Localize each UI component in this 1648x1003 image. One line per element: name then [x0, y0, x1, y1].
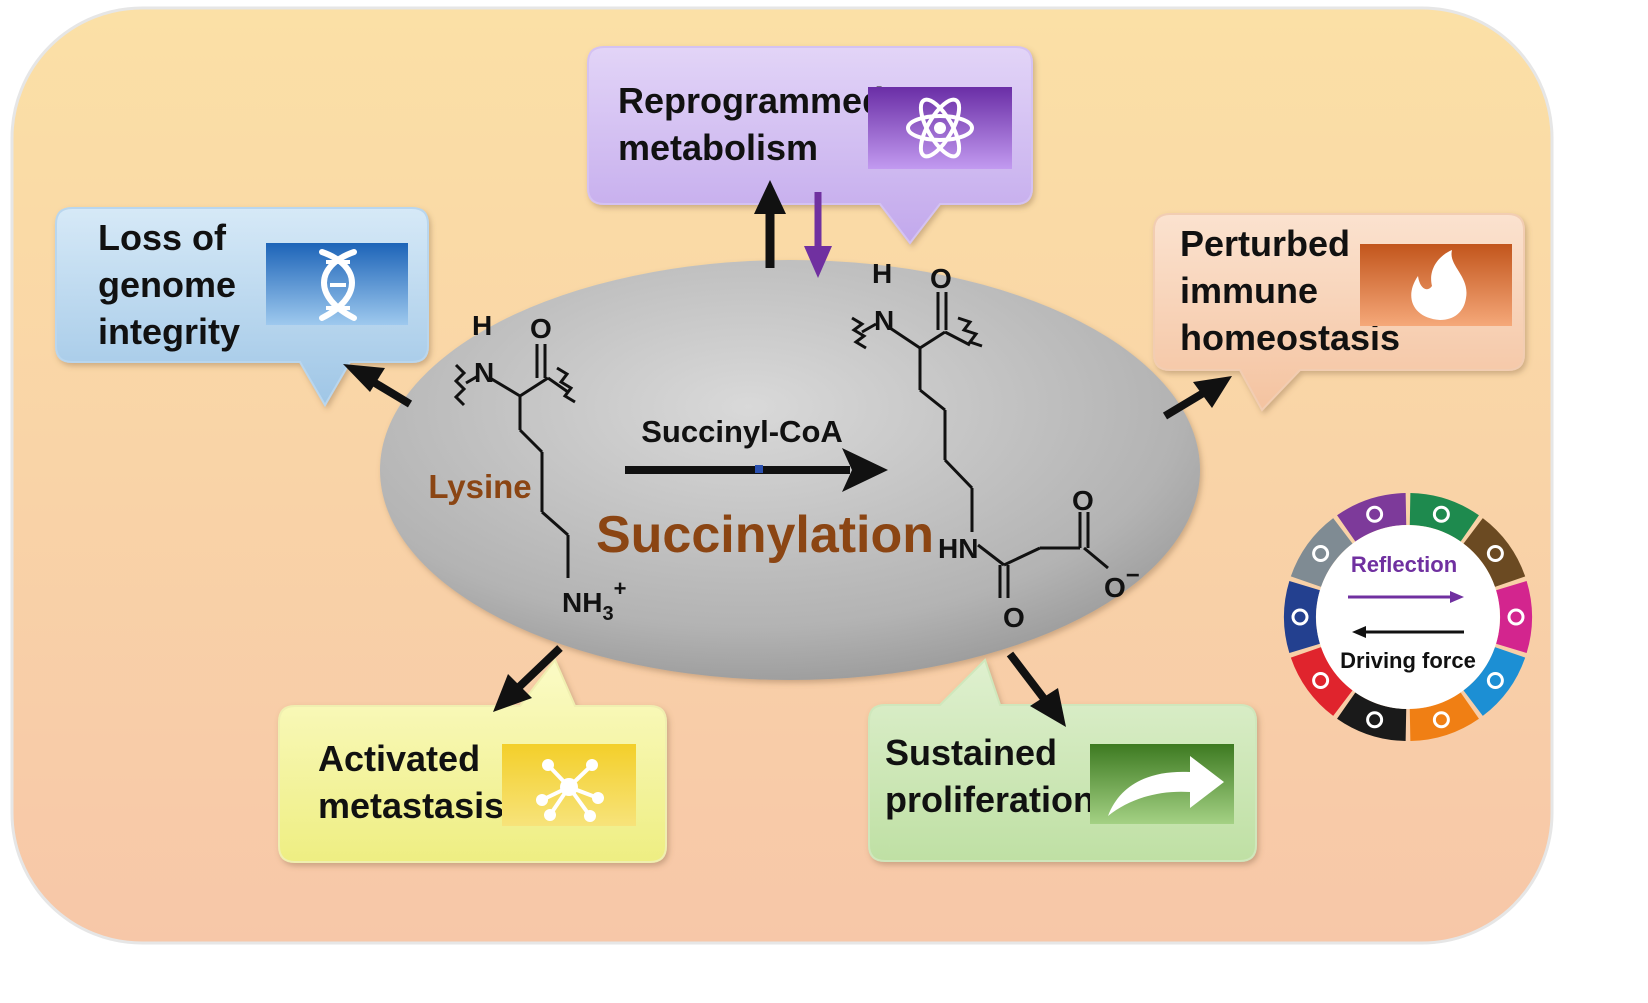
plus-icon [1312, 545, 1330, 563]
infinity-icon [1486, 671, 1504, 689]
reaction-label: Succinylation [596, 506, 934, 564]
wheel-segment-pacman-icon [1496, 580, 1532, 654]
dna-icon [266, 243, 408, 325]
lysine-structure [453, 344, 576, 578]
proliferation-label-line1: Sustained [885, 732, 1057, 773]
legend-reflection-label: Reflection [1351, 552, 1457, 577]
atom-icon [868, 87, 1012, 169]
wheel-segment-flame-icon [1409, 692, 1479, 741]
wheel-segment-atom-icon [1337, 493, 1407, 542]
wheel-segment-ban-icon [1463, 518, 1526, 587]
legend-reflection-arrow [1348, 591, 1464, 603]
metastasis-label-line2: metastasis [318, 785, 504, 826]
lysine-n: N [474, 357, 494, 388]
pacman-icon [1507, 608, 1525, 626]
immune-label-line1: Perturbed [1180, 223, 1350, 264]
wheel-segment-arrow-icon [1409, 493, 1479, 542]
metabolism-label-line2: metabolism [618, 127, 818, 168]
product-o-carboxyl: O [1072, 485, 1094, 516]
wheel-segment-ghost-icon [1337, 692, 1407, 741]
atom-icon [1366, 505, 1384, 523]
product-o-amide: O [1003, 602, 1025, 633]
wheel-segment-cup-icon [1290, 647, 1353, 716]
driving-arrows [343, 180, 1232, 727]
lysine-o: O [530, 313, 552, 344]
legend-driving-label: Driving force [1340, 648, 1476, 673]
succinyl-lysine-structure [851, 292, 1109, 598]
genome-label-line1: Loss of [98, 217, 227, 258]
legend-wheel [1284, 493, 1532, 741]
reflection-arrow [804, 192, 832, 278]
legend-driving-arrow [1352, 626, 1464, 638]
wheel-segment-infinity-icon [1463, 647, 1526, 716]
product-hn: HN [938, 533, 978, 564]
product-h: H [872, 258, 892, 289]
arrow-icon [1432, 505, 1450, 523]
ghost-icon [1366, 711, 1384, 729]
product-n: N [874, 305, 894, 336]
lysine-h: H [472, 310, 492, 341]
genome-label-line3: integrity [98, 311, 240, 352]
wheel-segment-dna-icon [1284, 580, 1320, 654]
product-o-top: O [930, 263, 952, 294]
lysine-label: Lysine [428, 468, 531, 505]
flame-icon [1360, 244, 1512, 326]
lysine-nh3: NH3+ [562, 576, 626, 625]
legend-wheel-center [1316, 525, 1500, 709]
reaction-arrow [625, 448, 888, 492]
network-icon [502, 744, 636, 826]
immune-label-line2: immune [1180, 270, 1318, 311]
genome-label-line2: genome [98, 264, 236, 305]
proliferation-label-line2: proliferation [885, 779, 1095, 820]
metabolism-label-line1: Reprogrammed [618, 80, 884, 121]
dna-icon [1291, 608, 1309, 626]
wheel-segment-plus-icon [1290, 518, 1353, 587]
metastasis-label-line1: Activated [318, 738, 480, 779]
ban-icon [1486, 545, 1504, 563]
curved-arrow-icon [1090, 744, 1234, 824]
product-o-minus: O− [1104, 562, 1140, 603]
reagent-label: Succinyl-CoA [641, 414, 843, 449]
flame-icon [1432, 711, 1450, 729]
cup-icon [1312, 671, 1330, 689]
